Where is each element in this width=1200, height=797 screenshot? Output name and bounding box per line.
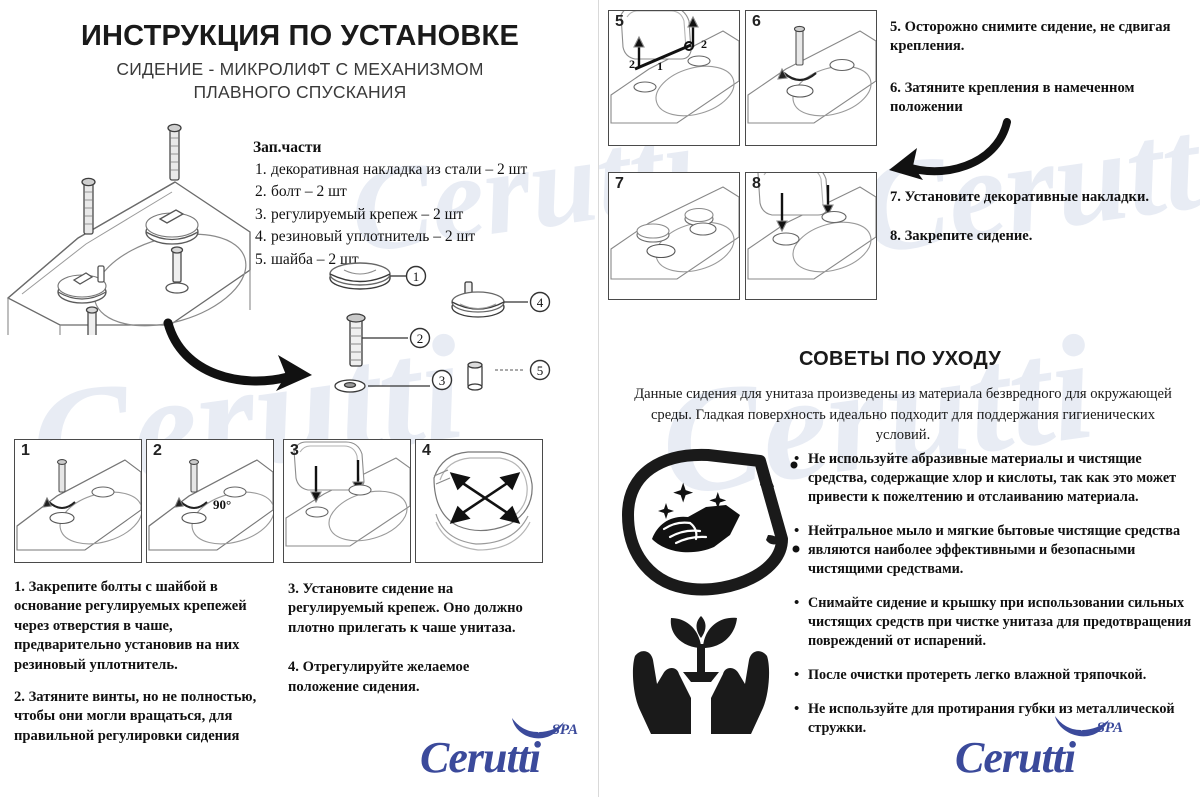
list-item: Нейтральное мыло и мягкие бытовые чистящ… xyxy=(793,521,1193,579)
steps-column-mid: 3. Установите сидение на регулируемый кр… xyxy=(288,580,538,710)
logo-spa-text: SPA xyxy=(1096,720,1123,736)
parts-list-block: Зап.части 1.декоративная накладка из ста… xyxy=(253,139,553,271)
flow-arrow-icon xyxy=(160,315,325,395)
page-subtitle-line2: ПЛАВНОГО СПУСКАНИЯ xyxy=(193,82,407,103)
toilet-exploded-illustration xyxy=(0,120,260,335)
svg-text:3: 3 xyxy=(439,373,446,388)
care-bullet-list: Не используйте абразивные материалы и чи… xyxy=(793,449,1193,753)
svg-text:1: 1 xyxy=(413,269,420,284)
flow-arrow-icon xyxy=(885,118,1015,188)
list-item: Снимайте сидение и крышку при использова… xyxy=(793,593,1193,651)
list-item: 3.регулируемый крепеж – 2 шт xyxy=(253,204,553,226)
care-section-title: СОВЕТЫ ПО УХОДУ xyxy=(798,348,1002,370)
step-panel-1: 1 xyxy=(14,439,142,563)
left-column: ИНСТРУКЦИЯ ПО УСТАНОВКЕ СИДЕНИЕ - МИКРОЛ… xyxy=(0,0,598,797)
list-item: 2.болт – 2 шт xyxy=(253,181,553,203)
panel-number: 8 xyxy=(752,175,761,192)
svg-text:5: 5 xyxy=(537,363,544,378)
logo-spa-text: SPA xyxy=(551,722,578,738)
parts-item-label: болт – 2 шт xyxy=(271,183,347,201)
list-item: Не используйте абразивные материалы и чи… xyxy=(793,449,1193,507)
care-section-intro: Данные сидения для унитаза произведены и… xyxy=(634,386,1172,444)
step-text-6: 6. Затяните крепления в намеченном полож… xyxy=(890,79,1135,116)
parts-item-label: резиновый уплотнитель – 2 шт xyxy=(271,228,476,246)
panel-5-label-b: 1 xyxy=(657,59,663,73)
step-text-1: 1. Закрепите болты с шайбой в основание … xyxy=(14,579,247,673)
panel-number: 3 xyxy=(290,442,299,459)
panel-2-angle-label: 90° xyxy=(213,497,232,512)
dolphin-icon xyxy=(512,718,564,739)
step-panel-6: 6 xyxy=(745,10,877,146)
steps-column-left: 1. Закрепите болты с шайбой в основание … xyxy=(14,578,264,759)
step-panel-8: 8 xyxy=(745,172,877,300)
steps-column-right-bottom: 7. Установите декоративные накладки. 8. … xyxy=(890,188,1190,260)
step-panel-3: 3 xyxy=(283,439,411,563)
dolphin-icon xyxy=(1055,716,1109,737)
panel-number: 6 xyxy=(752,13,761,30)
page-subtitle: СИДЕНИЕ - МИКРОЛИФТ С МЕХАНИЗМОМ ПЛАВНОГ… xyxy=(60,58,540,104)
panel-5-label-c: 2 xyxy=(701,37,707,51)
step-panel-7: 7 xyxy=(608,172,740,300)
parts-item-label: регулируемый крепеж – 2 шт xyxy=(271,205,464,223)
parts-item-label: шайба – 2 шт xyxy=(271,250,359,268)
list-item: 1.декоративная накладка из стали – 2 шт xyxy=(253,159,553,181)
parts-callout-illustration: 1 2 3 xyxy=(320,260,565,410)
parts-item-number: 4. xyxy=(255,228,267,246)
eco-hands-plant-icon xyxy=(625,608,777,740)
right-column: 5 2 1 2 6 xyxy=(600,0,1200,797)
step-panel-4: 4 xyxy=(415,439,543,563)
step-text-5: 5. Осторожно снимите сидение, не сдвигая… xyxy=(890,19,1171,55)
svg-text:4: 4 xyxy=(537,295,544,310)
logo-wordmark: Cerutti xyxy=(955,733,1076,782)
parts-item-number: 3. xyxy=(255,205,267,223)
parts-item-number: 2. xyxy=(255,183,267,201)
list-item: После очистки протереть легко влажной тр… xyxy=(793,665,1193,685)
parts-list: 1.декоративная накладка из стали – 2 шт … xyxy=(253,159,553,271)
step-text-3: 3. Установите сидение на регулируемый кр… xyxy=(288,581,523,636)
panel-number: 4 xyxy=(422,442,431,459)
step-text-4: 4. Отрегулируйте желаемое положение сиде… xyxy=(288,659,470,695)
step-text-2: 2. Затяните винты, но не полностью, чтоб… xyxy=(14,689,257,744)
step-text-7: 7. Установите декоративные накладки. xyxy=(890,189,1150,205)
panel-5-label-a: 2 xyxy=(629,57,635,71)
step-text-8: 8. Закрепите сидение. xyxy=(890,228,1033,245)
column-divider xyxy=(598,0,599,797)
brand-logo: SPA Cerutti xyxy=(955,716,1125,782)
panel-number: 1 xyxy=(21,442,30,459)
step-panel-5: 5 2 1 2 xyxy=(608,10,740,146)
list-item: 5.шайба – 2 шт xyxy=(253,249,553,271)
list-item: 4.резиновый уплотнитель – 2 шт xyxy=(253,226,553,248)
panel-number: 5 xyxy=(615,13,624,30)
panel-number: 2 xyxy=(153,442,162,459)
step-panel-2: 2 90° xyxy=(146,439,274,563)
page-subtitle-line1: СИДЕНИЕ - МИКРОЛИФТ С МЕХАНИЗМОМ xyxy=(116,59,484,79)
list-item: Не используйте для протирания губки из м… xyxy=(793,699,1193,738)
parts-item-number: 5. xyxy=(255,250,267,268)
parts-item-number: 1. xyxy=(255,161,267,178)
page-title: ИНСТРУКЦИЯ ПО УСТАНОВКЕ xyxy=(81,20,519,52)
cleaning-cloth-icon xyxy=(610,443,800,598)
steps-column-right-top: 5. Осторожно снимите сидение, не сдвигая… xyxy=(890,18,1190,131)
panel-number: 7 xyxy=(615,175,624,192)
logo-wordmark: Cerutti xyxy=(420,733,541,782)
brand-logo: SPA Cerutti xyxy=(420,718,580,782)
svg-text:2: 2 xyxy=(417,331,424,346)
parts-list-heading: Зап.части xyxy=(253,139,322,156)
parts-item-label: декоративная накладка из стали – 2 шт xyxy=(271,161,528,178)
